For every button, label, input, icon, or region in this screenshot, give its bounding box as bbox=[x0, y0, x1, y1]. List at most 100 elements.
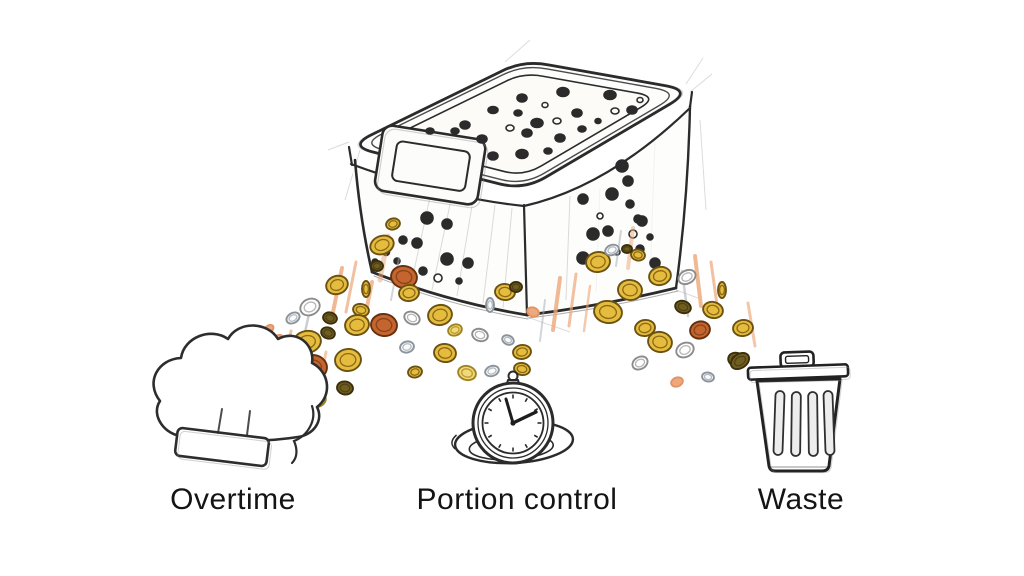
coin bbox=[677, 268, 697, 286]
vent-hole bbox=[487, 151, 499, 161]
coin bbox=[674, 299, 692, 315]
coin bbox=[325, 274, 349, 296]
coin bbox=[732, 319, 754, 337]
tick-mark bbox=[498, 443, 502, 449]
vent-hole bbox=[577, 125, 587, 133]
coin bbox=[352, 302, 370, 318]
vent-hole bbox=[596, 212, 604, 220]
coin bbox=[621, 244, 633, 254]
vent-hole bbox=[615, 159, 629, 173]
tick-mark bbox=[533, 408, 539, 412]
stopwatch-plate-icon bbox=[451, 370, 575, 465]
coin bbox=[407, 365, 423, 379]
vent-hole bbox=[543, 147, 553, 155]
vent-hole bbox=[476, 134, 488, 144]
vent-hole bbox=[418, 266, 428, 276]
lid-holes bbox=[425, 86, 644, 161]
vent-hole bbox=[646, 233, 654, 241]
coin bbox=[689, 320, 711, 340]
vent-hole bbox=[633, 214, 643, 224]
coin bbox=[647, 330, 673, 354]
tick-mark bbox=[487, 434, 493, 438]
vent-hole bbox=[455, 277, 463, 285]
vent-hole bbox=[450, 127, 460, 135]
vent-hole bbox=[571, 108, 583, 118]
vent-hole bbox=[462, 257, 474, 269]
coin bbox=[729, 351, 751, 371]
coin bbox=[630, 248, 646, 262]
vent-hole bbox=[626, 105, 638, 115]
tick-mark bbox=[498, 397, 502, 403]
vent-hole bbox=[398, 235, 408, 245]
vent-hole bbox=[459, 120, 471, 130]
coin bbox=[631, 355, 649, 371]
trash-can-icon bbox=[746, 350, 851, 474]
coin bbox=[385, 217, 401, 231]
vent-hole bbox=[610, 107, 620, 115]
vent-hole bbox=[636, 96, 644, 104]
coin bbox=[471, 327, 489, 343]
coin bbox=[513, 361, 531, 377]
coin bbox=[509, 281, 523, 293]
motion-streak bbox=[344, 260, 358, 314]
coin bbox=[398, 284, 420, 302]
coin bbox=[427, 303, 453, 327]
coin bbox=[457, 364, 477, 382]
vent-hole bbox=[586, 227, 600, 241]
coin bbox=[485, 297, 495, 313]
vent-hole bbox=[530, 117, 544, 129]
vent-hole bbox=[541, 101, 549, 109]
coin bbox=[369, 234, 395, 256]
vent-hole bbox=[556, 86, 570, 98]
coin bbox=[370, 313, 398, 337]
chef-hat-icon bbox=[152, 324, 329, 470]
vent-hole bbox=[552, 117, 562, 125]
vent-hole bbox=[513, 109, 523, 117]
coin bbox=[370, 260, 384, 272]
vent-hole bbox=[577, 193, 589, 205]
coin bbox=[447, 323, 463, 337]
vent-hole bbox=[487, 105, 499, 115]
portion-control-coin-stream bbox=[407, 281, 540, 382]
coin bbox=[585, 250, 611, 274]
coin bbox=[670, 376, 684, 388]
coin bbox=[336, 380, 354, 396]
vent-hole bbox=[603, 89, 617, 101]
tick-mark bbox=[524, 397, 528, 403]
coin bbox=[299, 297, 321, 317]
vent-hole bbox=[433, 273, 443, 283]
vent-hole bbox=[594, 117, 602, 125]
trash-lid bbox=[746, 363, 850, 381]
coin bbox=[433, 343, 457, 363]
container-side-face bbox=[524, 107, 690, 314]
coin bbox=[648, 265, 672, 287]
vent-hole bbox=[622, 175, 634, 187]
coin bbox=[501, 334, 515, 346]
waste-coin-stream bbox=[585, 243, 754, 388]
vent-hole bbox=[605, 187, 619, 201]
vent-hole bbox=[554, 133, 566, 143]
coin bbox=[701, 371, 715, 383]
vent-hole bbox=[425, 127, 435, 135]
coin bbox=[334, 348, 362, 372]
coin bbox=[320, 326, 336, 340]
motion-streak bbox=[582, 284, 592, 333]
vent-hole bbox=[440, 252, 454, 266]
coin bbox=[285, 311, 301, 325]
motion-streak bbox=[539, 299, 546, 342]
construction-lines bbox=[327, 39, 713, 333]
coin bbox=[526, 306, 540, 318]
vent-hole bbox=[521, 128, 533, 138]
motion-streak bbox=[693, 254, 703, 308]
coin bbox=[361, 280, 371, 298]
coin bbox=[390, 264, 418, 290]
vent-hole bbox=[602, 225, 614, 237]
tick-mark bbox=[487, 408, 493, 412]
vent-hole bbox=[625, 199, 635, 209]
coin bbox=[617, 279, 643, 301]
label-waste: Waste bbox=[758, 483, 844, 516]
coin bbox=[634, 318, 656, 338]
coin bbox=[403, 310, 421, 326]
coin bbox=[702, 300, 724, 320]
